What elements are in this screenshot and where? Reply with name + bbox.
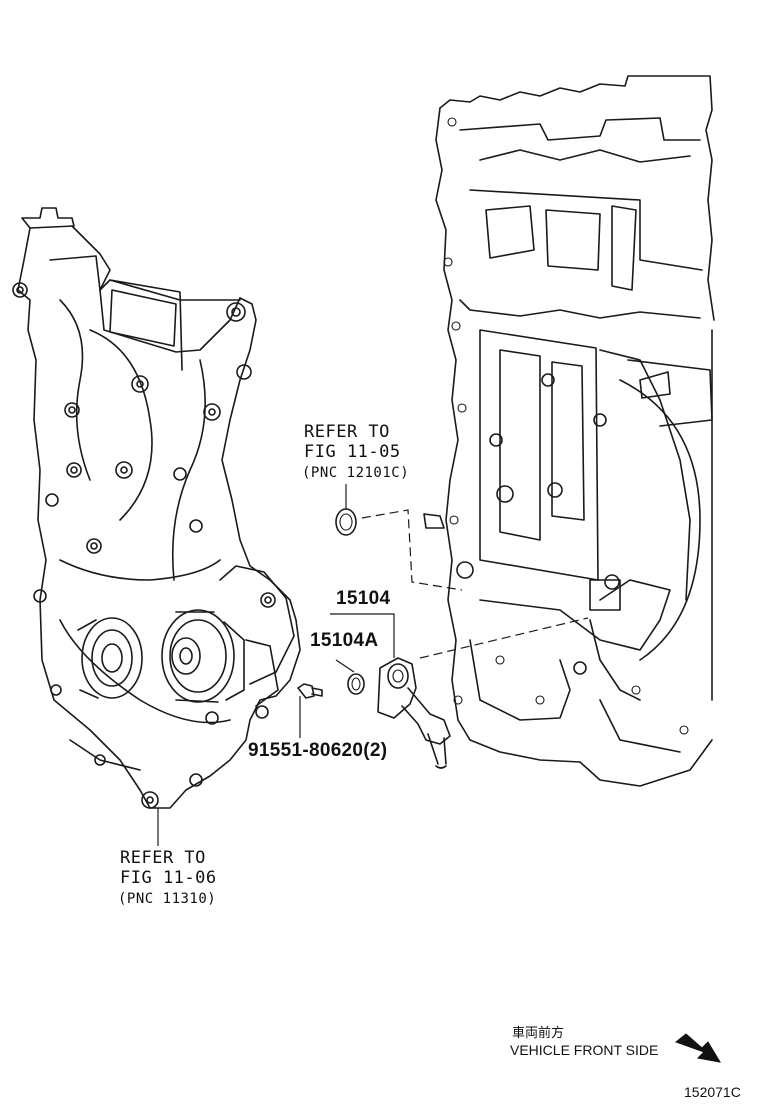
leader-lines [157,484,395,846]
fig-label-bottom: FIG 11-06 [120,868,217,888]
vehicle-front-jp-label: 車両前方 [512,1026,565,1041]
alignment-lines [361,509,589,659]
bolt-head [297,683,315,699]
part-number-15104: 15104 [336,588,391,609]
part-number-bolt: 91551-80620(2) [248,740,388,761]
figure-code: 152071C [684,1084,741,1100]
pnc-label-bottom: (PNC 11310) [118,891,217,907]
engine-block-drawing [423,75,715,787]
refer-label-bottom: REFER TO [120,848,206,868]
pnc-label-top: (PNC 12101C) [302,465,410,481]
timing-cover-drawing [12,207,301,809]
vehicle-front-label: VEHICLE FRONT SIDE [510,1042,659,1058]
arrow-down-right-icon [674,1033,721,1063]
fig-label-top: FIG 11-05 [304,442,401,462]
refer-label-top: REFER TO [304,422,390,442]
parts-drawing [297,508,451,769]
o-ring-15104a [347,673,365,695]
part-number-15104a: 15104A [310,630,379,651]
o-ring-upper [335,508,357,536]
sensor-flange [377,657,417,719]
